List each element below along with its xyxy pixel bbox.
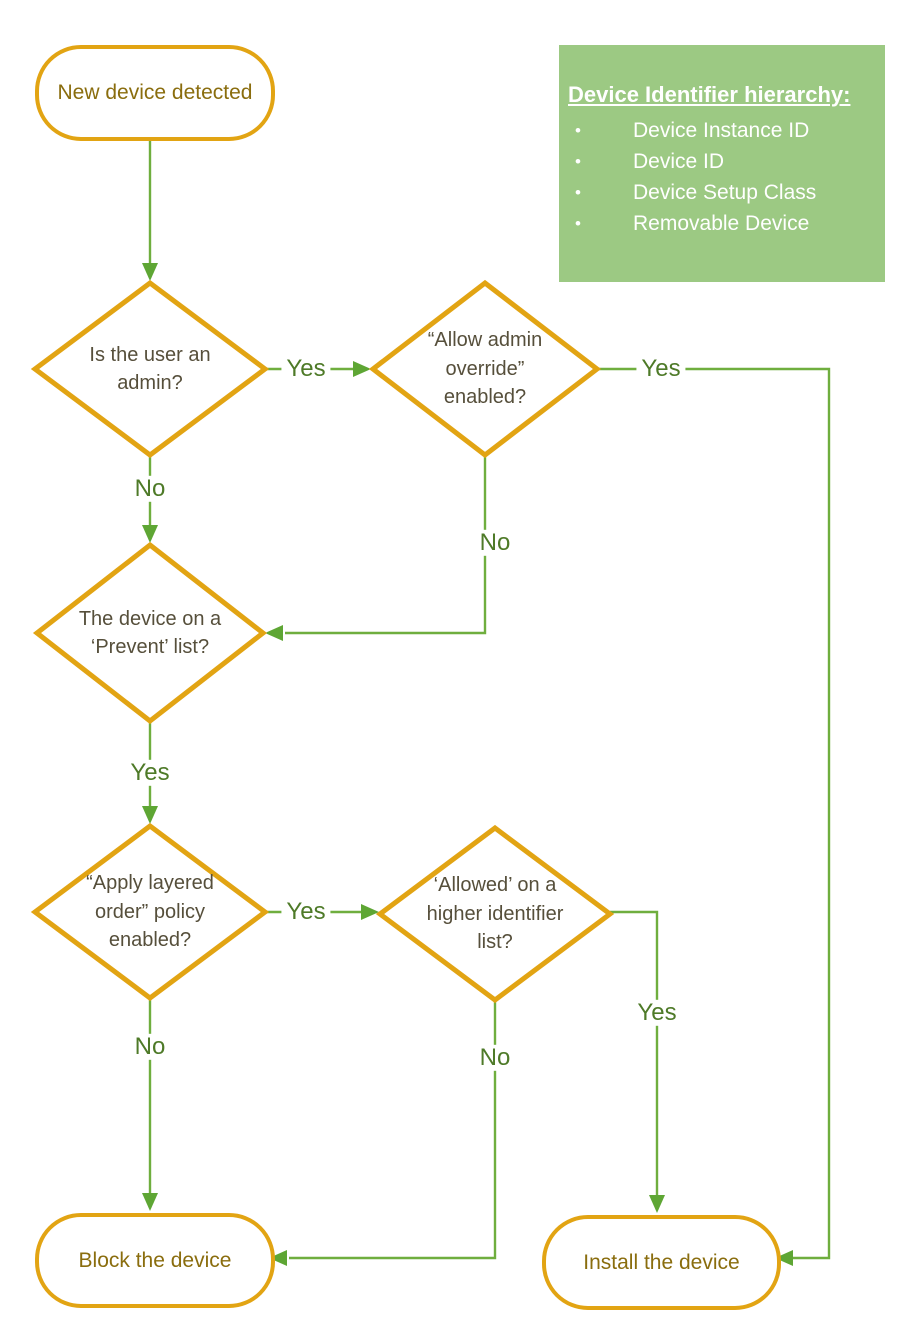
- arrowhead-down-icon: [142, 263, 158, 281]
- edge-label-layered-no: No: [129, 1033, 171, 1061]
- arrowhead-down-icon: [142, 1193, 158, 1211]
- bullet-icon: •: [575, 121, 581, 140]
- node-install-device: Install the device: [542, 1215, 781, 1310]
- node-install-label: Install the device: [583, 1250, 740, 1274]
- legend-title: Device Identifier hierarchy:: [568, 82, 851, 107]
- node-start-label: New device detected: [57, 81, 253, 104]
- decision-is-user-admin: Is the user an admin?: [30, 279, 270, 459]
- edge-label-admin-yes: Yes: [281, 355, 331, 383]
- connector-override-yes: [597, 367, 831, 1260]
- bullet-icon: •: [575, 152, 581, 171]
- arrowhead-left-icon: [269, 1250, 287, 1266]
- legend-item: • Device ID: [568, 146, 877, 177]
- decision-label: Is the user an admin?: [89, 343, 211, 394]
- arrowhead-right-icon: [361, 904, 379, 920]
- diamond-shape: [32, 541, 268, 725]
- node-block-label: Block the device: [78, 1248, 232, 1272]
- legend-item: • Removable Device: [568, 208, 877, 239]
- arrowhead-right-icon: [353, 361, 371, 377]
- diamond-shape: [375, 824, 615, 1004]
- node-block-device: Block the device: [35, 1213, 275, 1308]
- edge-label-prevent-yes: Yes: [125, 759, 175, 787]
- edge-label-layered-yes: Yes: [281, 898, 331, 926]
- legend-item-label: Device Instance ID: [633, 119, 810, 142]
- edge-label-override-no: No: [474, 529, 516, 557]
- decision-allow-admin-override: “Allow admin override” enabled?: [368, 279, 602, 459]
- connector-allowed-yes: [610, 910, 659, 1196]
- legend-item: • Device Instance ID: [568, 115, 877, 146]
- decision-allowed-higher-identifier: ‘Allowed’ on a higher identifier list?: [375, 824, 615, 1004]
- legend-box: Device Identifier hierarchy: • Device In…: [559, 45, 885, 282]
- connector-override-no: [285, 455, 487, 635]
- legend-item-label: Device ID: [633, 150, 725, 173]
- decision-label: The device on a ‘Prevent’ list?: [78, 607, 222, 658]
- legend-item-label: Device Setup Class: [633, 181, 817, 204]
- legend-item: • Device Setup Class: [568, 177, 877, 208]
- arrowhead-down-icon: [649, 1195, 665, 1213]
- diamond-shape: [30, 822, 270, 1002]
- decision-label: “Apply layered order” policy enabled?: [86, 872, 214, 952]
- bullet-icon: •: [575, 214, 581, 233]
- decision-prevent-list: The device on a ‘Prevent’ list?: [32, 541, 268, 725]
- decision-label: ‘Allowed’ on a higher identifier list?: [426, 874, 564, 954]
- decision-label: “Allow admin override” enabled?: [427, 329, 543, 409]
- connector-allowed-no: [289, 1000, 497, 1260]
- arrowhead-left-icon: [775, 1250, 793, 1266]
- arrowhead-left-icon: [265, 625, 283, 641]
- edge-label-allowed-no: No: [474, 1044, 516, 1072]
- diamond-shape: [30, 279, 270, 459]
- arrowhead-down-icon: [142, 806, 158, 824]
- edge-label-override-yes: Yes: [636, 355, 686, 383]
- legend-item-label: Removable Device: [633, 212, 810, 235]
- edge-label-admin-no: No: [129, 475, 171, 503]
- node-start: New device detected: [35, 45, 275, 141]
- diamond-shape: [368, 279, 602, 459]
- bullet-icon: •: [575, 183, 581, 202]
- decision-layered-order-policy: “Apply layered order” policy enabled?: [30, 822, 270, 1002]
- edge-label-allowed-yes: Yes: [632, 999, 682, 1027]
- arrowhead-down-icon: [142, 525, 158, 543]
